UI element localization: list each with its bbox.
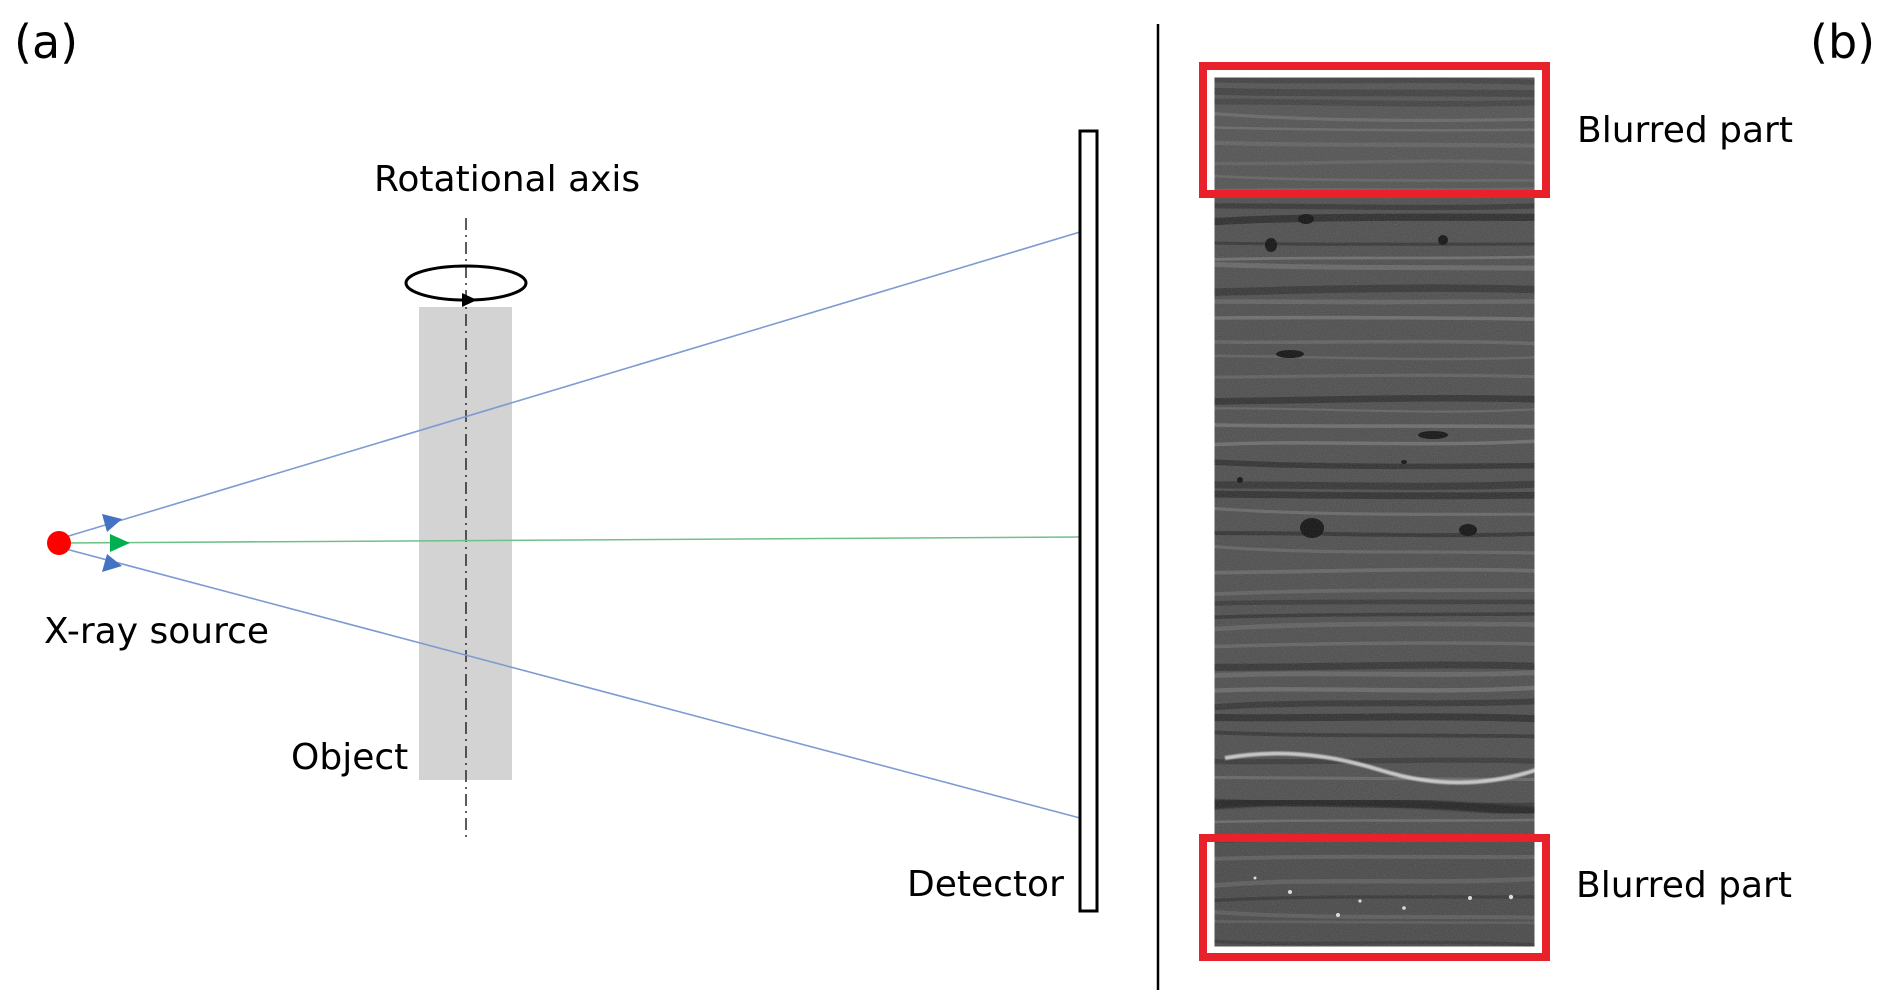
- lower-ray-arrow-icon: [102, 554, 122, 572]
- panel-b: (b): [1199, 15, 1875, 961]
- xray-source: [47, 531, 71, 555]
- detector-label: Detector: [907, 864, 1064, 905]
- object-label: Object: [291, 737, 408, 778]
- upper-ray-arrow-icon: [102, 514, 122, 532]
- blurred-bottom-box: [1199, 834, 1550, 961]
- rotation-arrow-icon: [462, 293, 477, 307]
- panel-b-label: (b): [1810, 15, 1875, 69]
- blurred-bottom-label: Blurred part: [1576, 865, 1792, 906]
- sample-micrograph: [1213, 76, 1536, 948]
- detector: [1078, 129, 1099, 913]
- central-ray-arrow-icon: [110, 534, 130, 552]
- panel-a: (a) Rotational axis X-ray source Object …: [14, 15, 1099, 913]
- panel-a-label: (a): [14, 15, 78, 69]
- lower-ray: [61, 547, 1081, 819]
- bright-speckles: [1253, 876, 1514, 917]
- central-ray: [61, 536, 1081, 544]
- xray-source-label: X-ray source: [44, 611, 269, 652]
- upper-ray: [61, 231, 1081, 539]
- blurred-top-box: [1199, 62, 1550, 198]
- sample-frame: [1211, 74, 1538, 950]
- blurred-top-label: Blurred part: [1577, 110, 1793, 151]
- rotational-axis-label: Rotational axis: [374, 159, 640, 200]
